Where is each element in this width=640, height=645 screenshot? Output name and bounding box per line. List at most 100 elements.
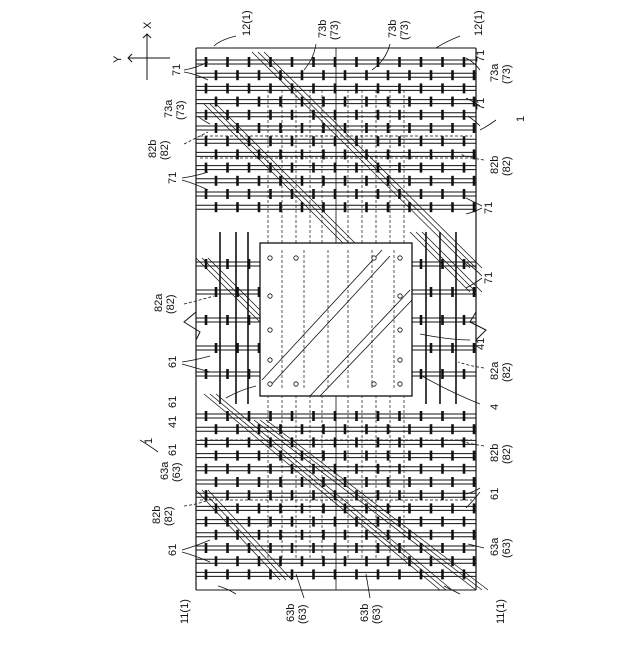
bottom-tick-10-4 bbox=[291, 543, 294, 553]
mid-tick-4-11 bbox=[441, 369, 444, 379]
bottom-tick-9-11 bbox=[451, 530, 454, 540]
bottom-tick-5-0 bbox=[215, 477, 218, 487]
axis-x-label: X bbox=[142, 21, 154, 29]
label-right-71-mid: 71 bbox=[483, 202, 495, 214]
label-left-61-bottom: 61 bbox=[167, 544, 179, 556]
label-73b-right: 73b bbox=[387, 20, 399, 38]
mid-tick-2-12 bbox=[463, 315, 466, 325]
bottom-tick-6-11 bbox=[441, 490, 444, 500]
mid-tick-3-10 bbox=[430, 343, 433, 353]
top-tick-0-7 bbox=[355, 57, 358, 67]
axis-y-label: Y bbox=[112, 55, 124, 63]
bottom-tick-0-3 bbox=[269, 411, 272, 421]
top-tick-6-10 bbox=[420, 136, 423, 146]
hatch-band-4-a bbox=[204, 394, 440, 590]
bottom-tick-7-11 bbox=[451, 503, 454, 513]
bottom-tick-9-12 bbox=[473, 530, 476, 540]
bottom-tick-2-11 bbox=[441, 437, 444, 447]
bottom-tick-3-7 bbox=[365, 451, 368, 461]
bottom-tick-3-11 bbox=[451, 451, 454, 461]
top-tick-4-8 bbox=[377, 110, 380, 120]
top-tick-11-4 bbox=[301, 202, 304, 212]
top-tick-1-9 bbox=[408, 70, 411, 80]
top-tick-4-11 bbox=[441, 110, 444, 120]
top-tick-8-5 bbox=[312, 163, 315, 173]
bottom-tick-0-12 bbox=[463, 411, 466, 421]
bottom-tick-9-0 bbox=[215, 530, 218, 540]
break-mark-right bbox=[470, 312, 486, 340]
bottom-tick-4-4 bbox=[291, 464, 294, 474]
top-tick-0-4 bbox=[291, 57, 294, 67]
top-tick-9-1 bbox=[236, 176, 239, 186]
top-tick-5-11 bbox=[451, 123, 454, 133]
label-63b-left: 63b bbox=[285, 604, 297, 622]
anchor-hole-11 bbox=[294, 382, 298, 386]
top-tick-0-2 bbox=[248, 57, 251, 67]
label-right-82b-bot: 82b bbox=[489, 444, 501, 462]
top-tick-1-0 bbox=[215, 70, 218, 80]
bottom-tick-2-0 bbox=[205, 437, 208, 447]
label-top-left-ref: 12(1) bbox=[241, 10, 253, 36]
top-tick-6-5 bbox=[312, 136, 315, 146]
top-tick-1-10 bbox=[430, 70, 433, 80]
bottom-tick-7-5 bbox=[322, 503, 325, 513]
bottom-tick-7-8 bbox=[387, 503, 390, 513]
label-left-61-top: 61 bbox=[167, 356, 179, 368]
top-tick-3-11 bbox=[451, 97, 454, 107]
top-tick-5-3 bbox=[279, 123, 282, 133]
top-tick-1-8 bbox=[387, 70, 390, 80]
bottom-tick-11-12 bbox=[473, 556, 476, 566]
top-tick-5-10 bbox=[430, 123, 433, 133]
bottom-tick-3-2 bbox=[258, 451, 261, 461]
bottom-tick-0-0 bbox=[205, 411, 208, 421]
top-tick-1-4 bbox=[301, 70, 304, 80]
mid-tick-2-0 bbox=[205, 315, 208, 325]
label-left-82b-bot: 82b bbox=[151, 506, 163, 524]
label-63b-left-paren: (63) bbox=[297, 604, 309, 624]
top-tick-8-7 bbox=[355, 163, 358, 173]
label-right-63a: 63a bbox=[489, 537, 501, 556]
mid-tick-1-12 bbox=[473, 287, 476, 297]
label-right-63a-paren: (63) bbox=[501, 538, 513, 558]
bottom-tick-1-3 bbox=[279, 424, 282, 434]
anchor-hole-12 bbox=[372, 382, 376, 386]
label-left-82b-bot-paren: (82) bbox=[163, 506, 175, 526]
bottom-tick-2-2 bbox=[248, 437, 251, 447]
bottom-tick-3-10 bbox=[430, 451, 433, 461]
top-tick-10-10 bbox=[420, 189, 423, 199]
bottom-tick-6-4 bbox=[291, 490, 294, 500]
bottom-tick-10-6 bbox=[334, 543, 337, 553]
top-tick-1-5 bbox=[322, 70, 325, 80]
top-tick-3-2 bbox=[258, 97, 261, 107]
bottom-tick-0-10 bbox=[420, 411, 423, 421]
top-tick-0-12 bbox=[463, 57, 466, 67]
top-tick-1-6 bbox=[344, 70, 347, 80]
top-tick-10-3 bbox=[269, 189, 272, 199]
bottom-tick-4-12 bbox=[463, 464, 466, 474]
top-tick-3-3 bbox=[279, 97, 282, 107]
top-tick-0-6 bbox=[334, 57, 337, 67]
top-tick-2-8 bbox=[377, 83, 380, 93]
bottom-tick-12-7 bbox=[355, 569, 358, 579]
top-tick-10-8 bbox=[377, 189, 380, 199]
bottom-tick-3-0 bbox=[215, 451, 218, 461]
label-left-1: 1 bbox=[143, 438, 155, 444]
bottom-tick-0-5 bbox=[312, 411, 315, 421]
bottom-tick-7-4 bbox=[301, 503, 304, 513]
bottom-tick-1-12 bbox=[473, 424, 476, 434]
bottom-tick-10-11 bbox=[441, 543, 444, 553]
top-tick-9-11 bbox=[451, 176, 454, 186]
top-tick-2-5 bbox=[312, 83, 315, 93]
bottom-tick-8-6 bbox=[334, 517, 337, 527]
top-tick-11-10 bbox=[430, 202, 433, 212]
hatch-band-6-b bbox=[202, 490, 286, 580]
bottom-tick-5-7 bbox=[365, 477, 368, 487]
top-tick-5-9 bbox=[408, 123, 411, 133]
bottom-tick-0-8 bbox=[377, 411, 380, 421]
bottom-tick-4-3 bbox=[269, 464, 272, 474]
label-left-41: 41 bbox=[167, 416, 179, 428]
bottom-tick-10-8 bbox=[377, 543, 380, 553]
axis-indicator bbox=[128, 34, 170, 80]
anchor-hole-5 bbox=[398, 294, 402, 298]
mid-tick-1-10 bbox=[430, 287, 433, 297]
